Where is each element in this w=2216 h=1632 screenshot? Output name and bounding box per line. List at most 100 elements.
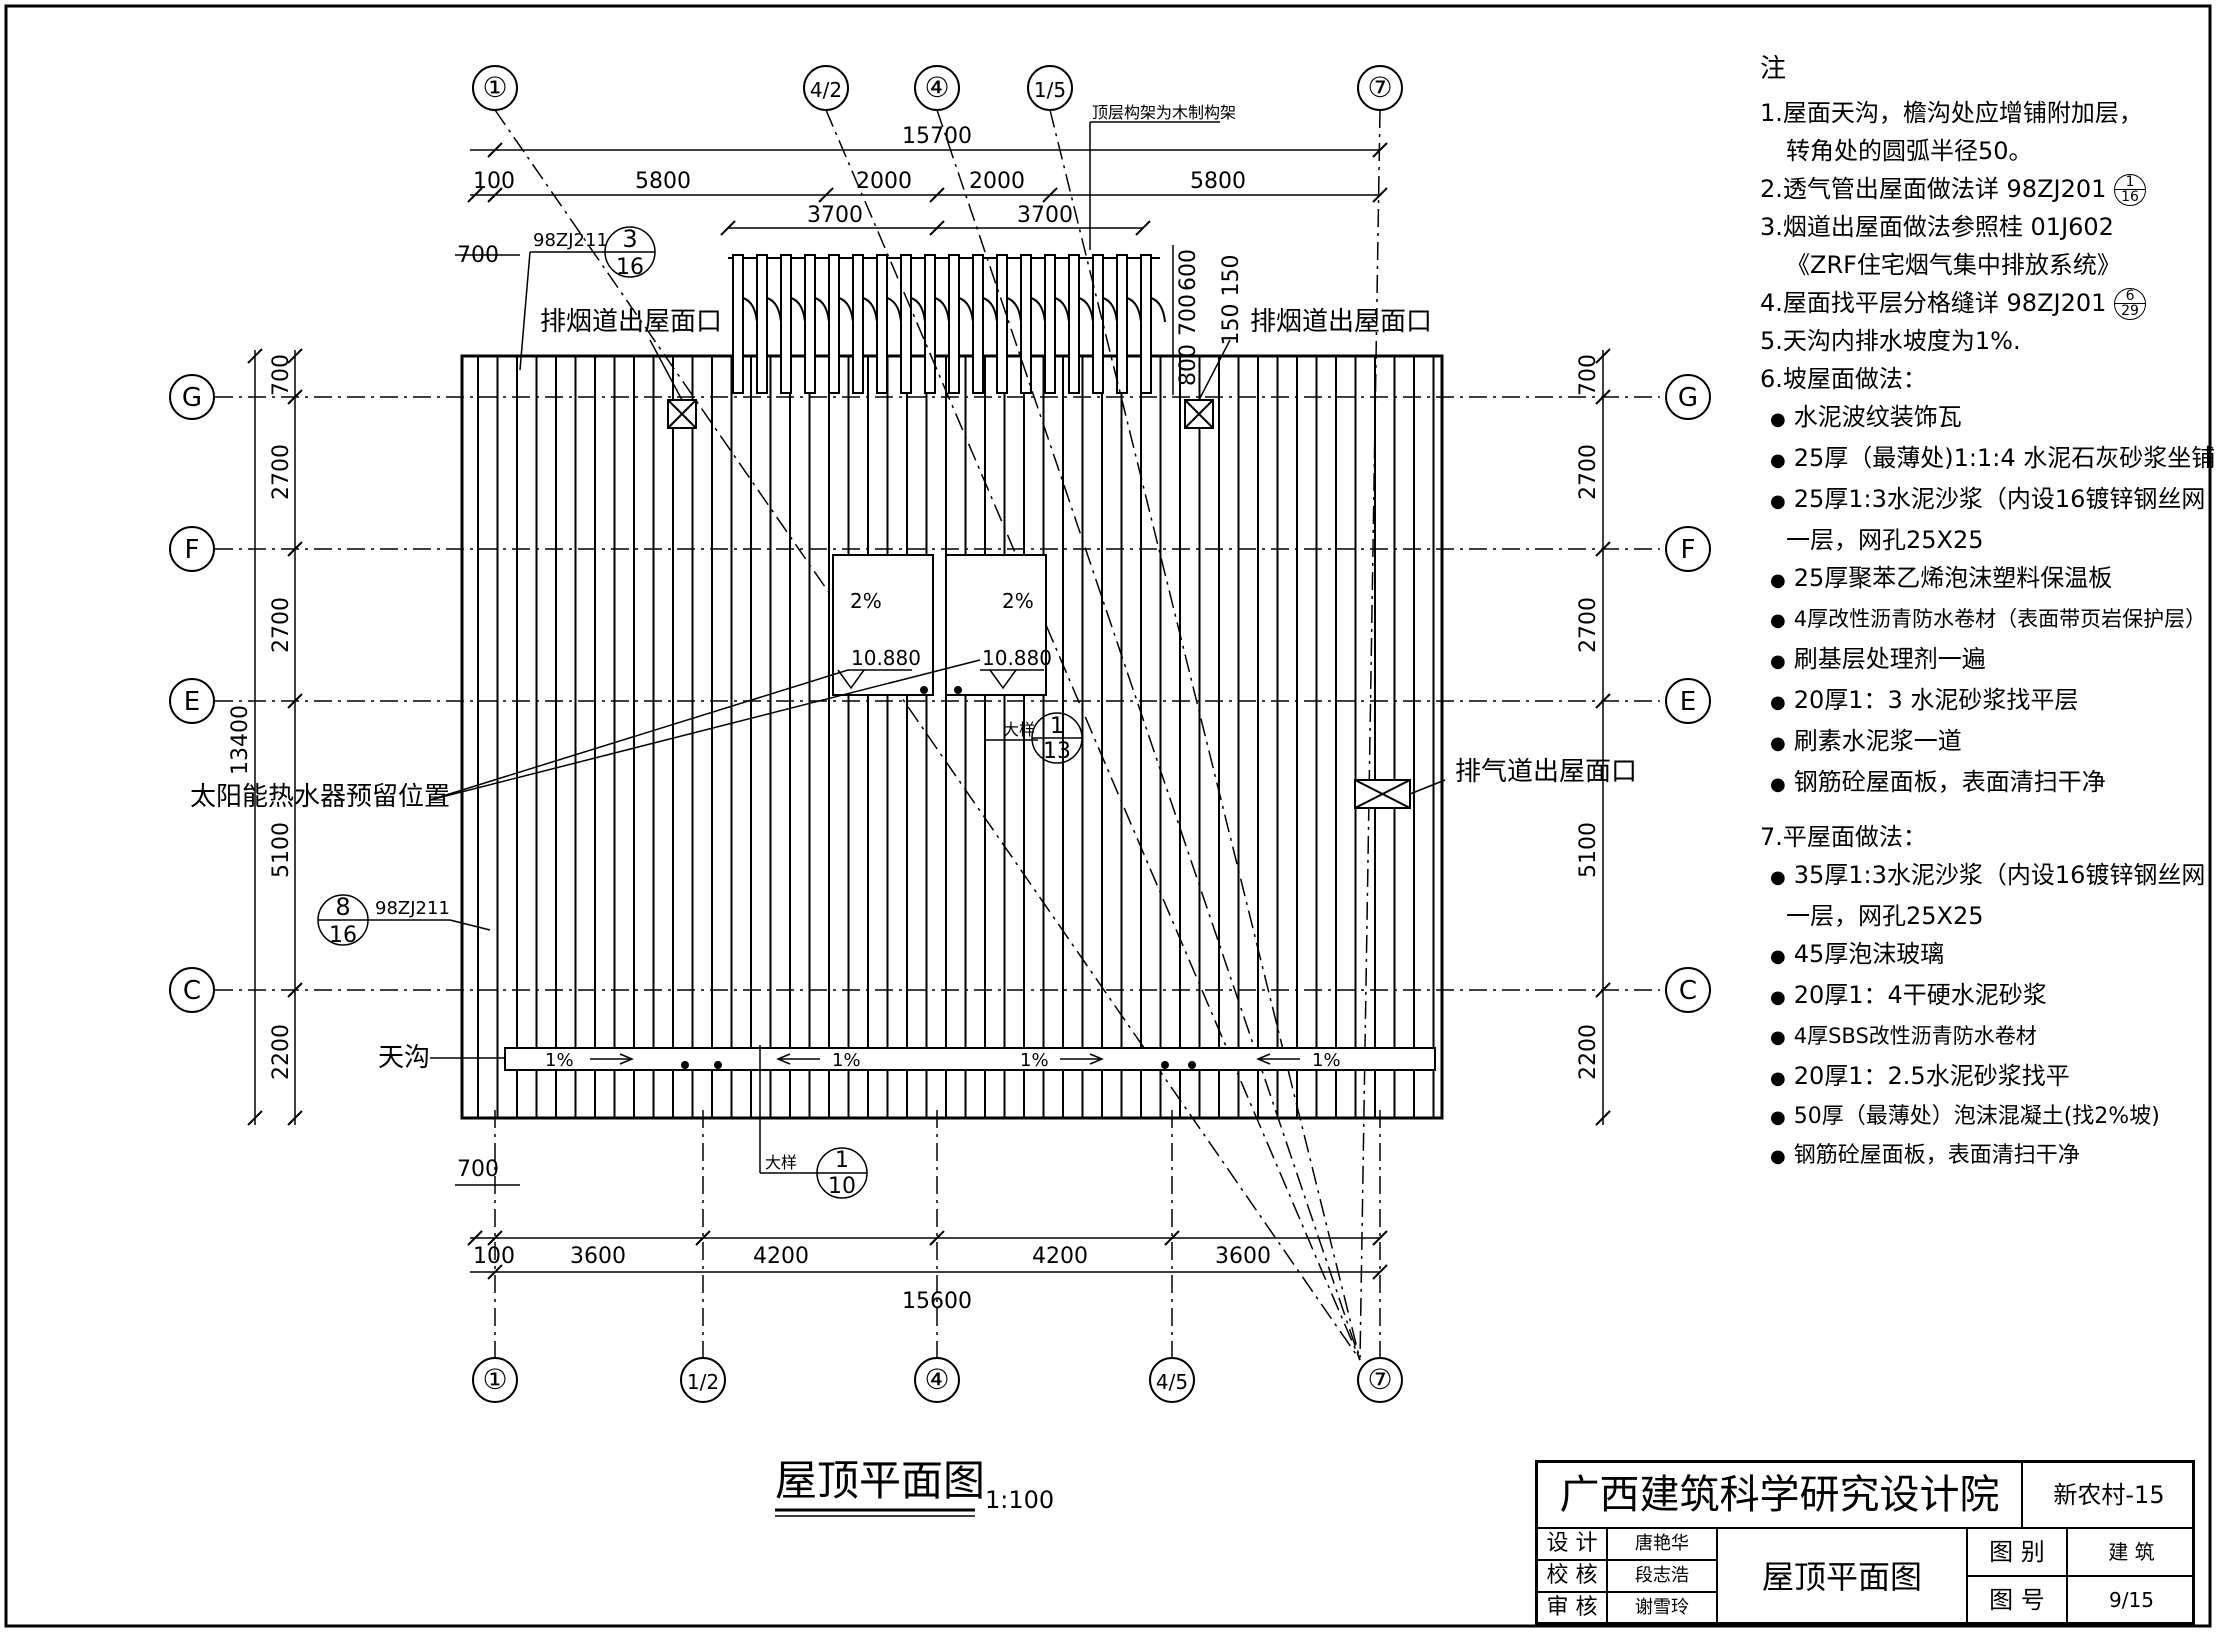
note-1-cont: 转角处的圆弧半径50。	[1786, 137, 2033, 165]
tick	[1135, 220, 1151, 236]
axis-bubble-bottom: ④	[914, 1357, 960, 1403]
note-6: 6.坡屋面做法：	[1760, 365, 1927, 393]
axis-bubble-label: F	[1681, 535, 1696, 565]
pergola-bracket	[1054, 297, 1070, 323]
detail-mid-den: 13	[1043, 739, 1071, 764]
tick	[487, 1264, 503, 1280]
axis-bubble-circle	[1027, 65, 1073, 111]
slope-layer-8: 刷素水泥浆一道	[1760, 722, 2200, 763]
pergola-bracket	[1102, 297, 1118, 323]
tick	[287, 541, 303, 557]
tb-institute: 广西建筑科学研究设计院	[1538, 1463, 2023, 1529]
slope-layer-2: 25厚（最薄处)1:1:4 水泥石灰砂浆坐铺	[1760, 439, 2216, 480]
dimension-lines	[254, 149, 1604, 1273]
axis-bubble-label: C	[1679, 976, 1697, 1006]
tb-label-check: 校 核	[1538, 1561, 1608, 1593]
pergola-bracket	[838, 297, 854, 323]
dim-bottom-seg-4: 4200	[1032, 1244, 1088, 1269]
pergola-rafter	[732, 254, 744, 394]
flat-layer-5: 20厚1：2.5水泥砂浆找平	[1760, 1057, 2200, 1098]
note-2-den: 16	[2121, 189, 2139, 205]
axis-bubble-circle	[1149, 1357, 1195, 1403]
sheet-border	[4, 4, 2212, 1628]
slope-layer-4: 25厚聚苯乙烯泡沫塑料保温板	[1760, 559, 2200, 600]
pergola-bracket	[1006, 297, 1022, 323]
axis-bubble-label: ⑦	[1367, 1363, 1392, 1396]
slope-layer-1: 水泥波纹装饰瓦	[1760, 398, 2200, 439]
slope-layer-7: 20厚1：3 水泥砂浆找平层	[1760, 681, 2200, 722]
axis-bubble-label: E	[184, 687, 200, 717]
dimension-ticks	[247, 142, 1611, 1280]
note-4-text: 4.屋面找平层分格缝详 98ZJ201	[1760, 289, 2107, 317]
top-structure-label: 顶层构架为木制构架	[1092, 103, 1236, 122]
axis-line-vertical	[1359, 109, 1381, 1361]
dim-top-seg-4: 2000	[969, 169, 1025, 194]
tick	[1372, 142, 1388, 158]
tb-number-label: 图 号	[1968, 1577, 2068, 1625]
dim-left-seg-2: 2700	[269, 444, 294, 500]
detail-mid-label: 大样	[1003, 720, 1035, 739]
axis-line-vertical	[1049, 109, 1361, 1361]
flat-layer-6: 50厚（最薄处）泡沫混凝土(找2%坡)	[1760, 1098, 2200, 1137]
tb-label-approve: 审 核	[1538, 1593, 1608, 1625]
drawing-title: 屋顶平面图	[775, 1456, 985, 1505]
axis-bubble-circle	[1665, 678, 1711, 724]
axis-bubble-circle	[1665, 374, 1711, 420]
note-2-text: 2.透气管出屋面做法详 98ZJ201	[1760, 175, 2107, 203]
dim-top-total: 15700	[902, 124, 972, 149]
dim-overhang-top: 700	[457, 243, 499, 268]
tb-name-check: 段志浩	[1608, 1561, 1718, 1593]
pergola-rafter	[1044, 254, 1056, 394]
elevation-b: 10.880	[982, 646, 1052, 670]
slope-layer-6: 刷基层处理剂一遍	[1760, 640, 2200, 681]
slope-b: 2%	[1002, 589, 1034, 613]
note-3: 3.烟道出屋面做法参照桂 01J602	[1760, 213, 2114, 241]
tick	[1042, 187, 1058, 203]
axis-bubble-label: 4/2	[810, 78, 842, 102]
gutter-slope-2: 1%	[832, 1050, 861, 1071]
tick	[1595, 693, 1611, 709]
axis-bubble-label: 1/2	[687, 1370, 719, 1394]
pergola-bracket	[1150, 297, 1166, 323]
pergola-rafter	[756, 254, 768, 394]
pergola-bracket	[766, 297, 782, 323]
pergola-bracket	[886, 297, 902, 323]
tick	[1164, 1230, 1180, 1246]
axis-bubble-left: F	[169, 526, 215, 572]
pergola-rafter	[1068, 254, 1080, 394]
pergola-rafter	[1020, 254, 1032, 394]
axis-bubble-circle	[472, 65, 518, 111]
axis-bubble-circle	[1665, 526, 1711, 572]
pergola-rafter	[996, 254, 1008, 394]
tick	[247, 1110, 263, 1126]
ref-top-code: 98ZJ211	[533, 230, 608, 251]
title-block: 广西建筑科学研究设计院 新农村-15 设 计 校 核 审 核 唐艳华 段志浩 谢…	[1535, 1460, 2195, 1625]
axis-bubble-circle	[169, 967, 215, 1013]
dim-overhang-bottom: 700	[457, 1157, 499, 1182]
tick	[1595, 982, 1611, 998]
pergola-bracket	[862, 297, 878, 323]
flat-layer-4: 4厚SBS改性沥青防水卷材	[1760, 1017, 2200, 1057]
note-4-den: 29	[2121, 303, 2139, 319]
dim-top-inner-1: 3700	[807, 203, 863, 228]
pergola-bracket	[1030, 297, 1046, 323]
pergola-bracket	[934, 297, 950, 323]
detail-bot-label: 大样	[765, 1153, 797, 1172]
axis-bubble-left: C	[169, 967, 215, 1013]
gutter-band	[504, 1047, 1436, 1071]
axis-bubble-label: G	[1678, 383, 1698, 413]
axis-bubble-top: ④	[914, 65, 960, 111]
axis-bubble-circle	[1665, 967, 1711, 1013]
dim-left-seg-4: 5100	[269, 822, 294, 878]
tick	[287, 389, 303, 405]
dim-bottom-seg-5: 3600	[1215, 1244, 1271, 1269]
axis-bubble-label: ④	[924, 71, 949, 104]
notes-panel: 注 1.屋面天沟，檐沟处应增铺附加层， 转角处的圆弧半径50。 2.透气管出屋面…	[1760, 50, 2216, 1176]
tb-category-value: 建 筑	[2068, 1529, 2195, 1577]
pergola-bracket	[1126, 297, 1142, 323]
pergola-rafter	[900, 254, 912, 394]
pergola-rafter	[1116, 254, 1128, 394]
pergola-rafter	[948, 254, 960, 394]
